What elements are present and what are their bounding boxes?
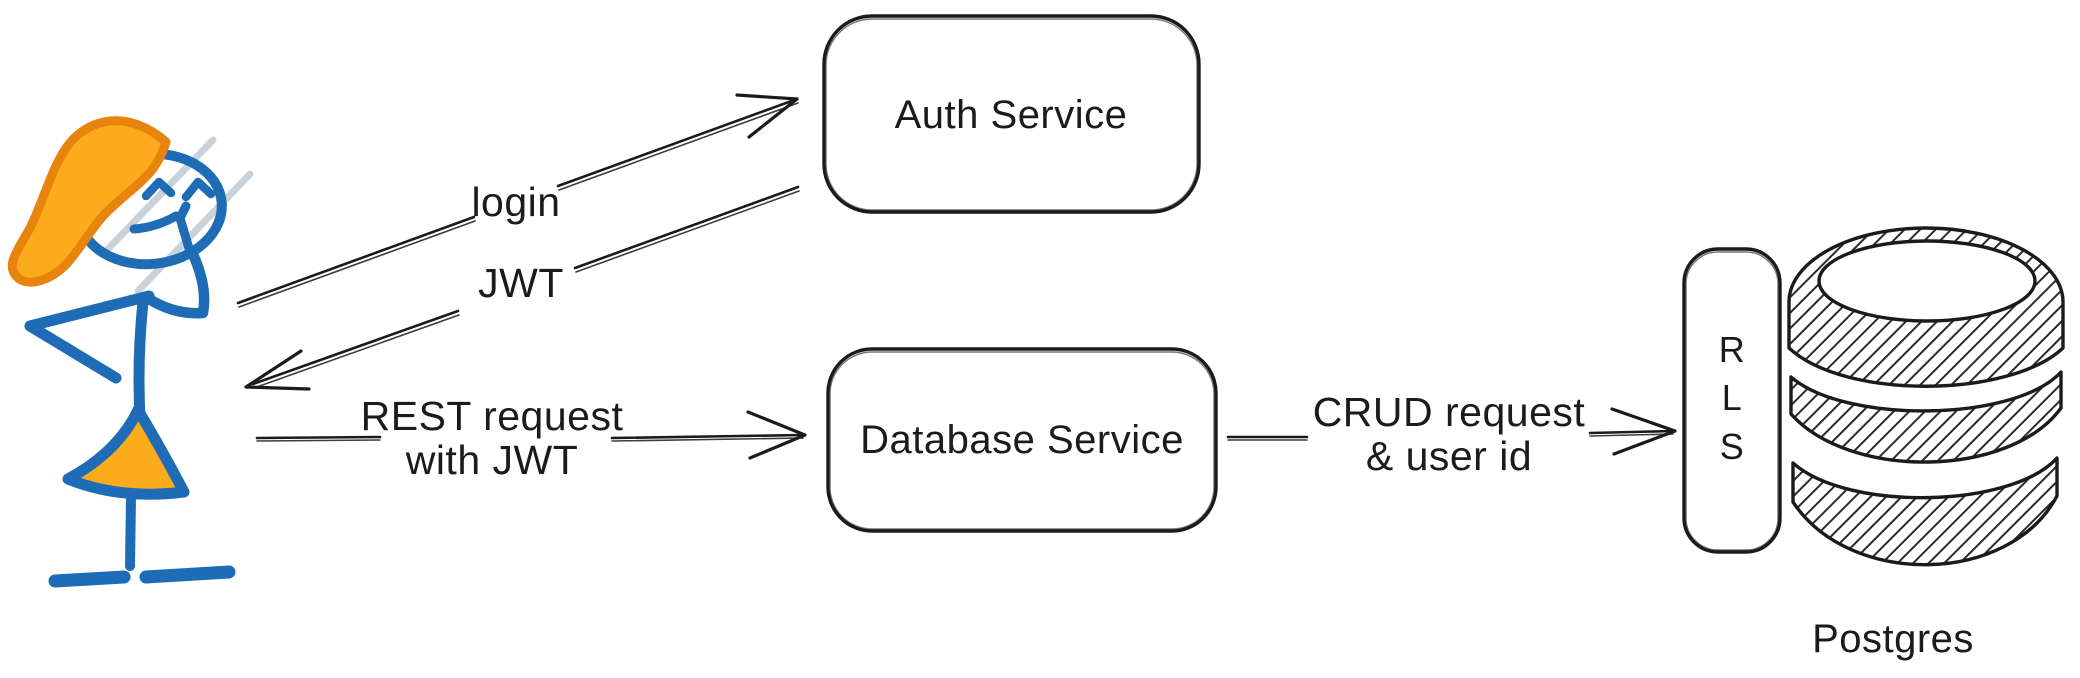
jwt-arrow-label: JWT [478,260,564,306]
node-outline [1682,247,1782,554]
arrow-line [610,433,805,440]
database-top-opening [1817,239,2037,323]
accent-line [134,170,254,295]
actor-hand [175,201,195,257]
actor-smile [129,211,181,234]
rest-arrow-label-line2: with JWT [405,437,579,483]
login-arrow-label: login [471,179,560,225]
arrow-line [1588,429,1675,435]
arrow-crud: CRUD request & user id [1226,389,1677,479]
node-outline [1685,251,1779,551]
node-outline [829,351,1215,530]
actor-foot-right [139,565,236,584]
arrow-line [255,435,382,440]
arrow-head [1610,407,1677,456]
actor-body [133,296,149,424]
arrow-line [253,314,460,389]
arrow-rest: REST request with JWT [255,393,807,483]
node-outline [825,18,1198,211]
rls-letter-r: R [1719,329,1746,370]
actor-hair [7,116,171,287]
database-service-label: Database Service [860,418,1184,462]
arrow-head [746,410,807,460]
rls-box: R L S [1682,247,1782,554]
arrow-line [573,185,800,270]
user-actor [7,116,254,588]
arrow-line [558,102,799,191]
rls-letter-s: S [1720,426,1745,467]
rest-arrow-label-line1: REST request [361,393,624,439]
actor-skirt [62,404,190,500]
arrow-line [575,190,800,273]
arrow-line [1589,433,1674,437]
arrow-line [251,309,460,386]
database-service-box: Database Service [826,347,1218,533]
postgres-database-icon: Postgres [1787,226,2065,661]
actor-arm-right [143,244,210,319]
node-outline [826,347,1218,533]
node-outline [822,14,1201,214]
arrow-jwt: JWT [244,185,800,391]
arrow-head [735,93,799,139]
database-middle-disc [1789,370,2063,464]
auth-service-box: Auth Service [822,14,1201,214]
actor-eye-right [181,177,216,202]
crud-arrow-label-line2: & user id [1366,433,1532,479]
arrow-login: login [236,93,799,308]
database-bottom-disc [1791,456,2059,567]
postgres-label: Postgres [1812,617,1974,661]
actor-foot-left [48,570,131,588]
actor-eye-left [141,177,176,201]
arrow-line [236,215,476,305]
auth-service-label: Auth Service [895,93,1128,137]
actor-leg [125,492,136,571]
arrow-line [256,439,381,442]
rls-letter-l: L [1722,377,1743,418]
crud-arrow-label-line1: CRUD request [1313,389,1586,435]
arrow-line [556,97,799,188]
actor-arm-left [24,290,155,384]
arrow-line [238,220,476,308]
arrow-head [244,349,311,391]
arrow-line [611,437,804,442]
